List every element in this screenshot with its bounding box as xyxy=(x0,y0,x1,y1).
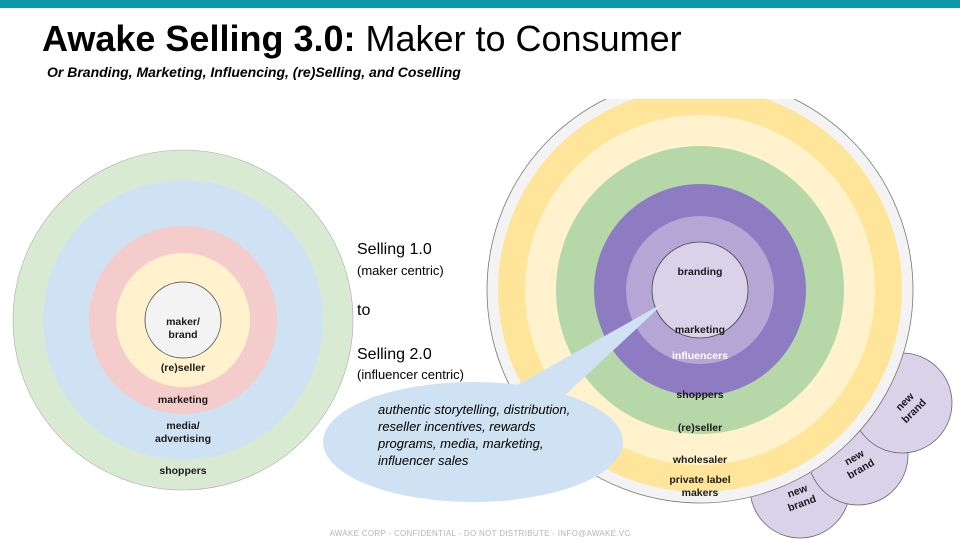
top-accent-bar xyxy=(0,0,960,8)
right-diagram xyxy=(480,60,960,504)
callout-pointer xyxy=(505,302,665,400)
right-label-private-2: makers xyxy=(682,487,719,499)
right-label-marketing: marketing xyxy=(675,324,725,336)
left-label-media-1: media/ xyxy=(166,420,199,432)
callout-ellipse xyxy=(323,382,623,502)
right-label-shoppers: shoppers xyxy=(676,389,723,401)
confidentiality-footer: AWAKE CORP - CONFIDENTIAL - DO NOT DISTR… xyxy=(329,529,631,538)
left-label-maker-1: maker/ xyxy=(166,316,200,328)
left-ring-maker xyxy=(144,281,222,359)
right-top-mask xyxy=(480,60,960,99)
left-label-marketing: marketing xyxy=(158,394,208,406)
callout-bubble xyxy=(323,302,665,502)
title-bold: Awake Selling 3.0: xyxy=(42,18,356,59)
page-title: Awake Selling 3.0: Maker to Consumer xyxy=(42,18,682,60)
right-label-branding: branding xyxy=(678,266,723,278)
selling-2-subtitle: (influencer centric) xyxy=(357,367,464,382)
left-labels: maker/ brand (re)seller marketing media/… xyxy=(155,316,211,477)
right-ring-branding xyxy=(651,241,749,339)
selling-2-title: Selling 2.0 xyxy=(357,346,432,363)
title-rest: Maker to Consumer xyxy=(355,18,682,59)
right-label-private-1: private label xyxy=(669,474,730,486)
right-labels: branding marketing influencers shoppers … xyxy=(669,266,730,499)
left-label-media-2: advertising xyxy=(155,433,211,445)
to-label: to xyxy=(357,302,371,319)
left-label-shoppers: shoppers xyxy=(159,465,206,477)
selling-1-subtitle: (maker centric) xyxy=(357,263,444,278)
left-label-reseller: (re)seller xyxy=(161,362,205,374)
left-label-maker-2: brand xyxy=(168,329,197,341)
selling-1-title: Selling 1.0 xyxy=(357,241,432,258)
right-label-influencers: influencers xyxy=(672,350,728,362)
left-diagram xyxy=(12,149,354,491)
right-label-wholesaler: wholesaler xyxy=(672,454,727,466)
right-label-reseller: (re)seller xyxy=(678,422,722,434)
page-subtitle: Or Branding, Marketing, Influencing, (re… xyxy=(47,64,461,80)
callout-text: authentic storytelling, distribution, re… xyxy=(378,402,571,468)
